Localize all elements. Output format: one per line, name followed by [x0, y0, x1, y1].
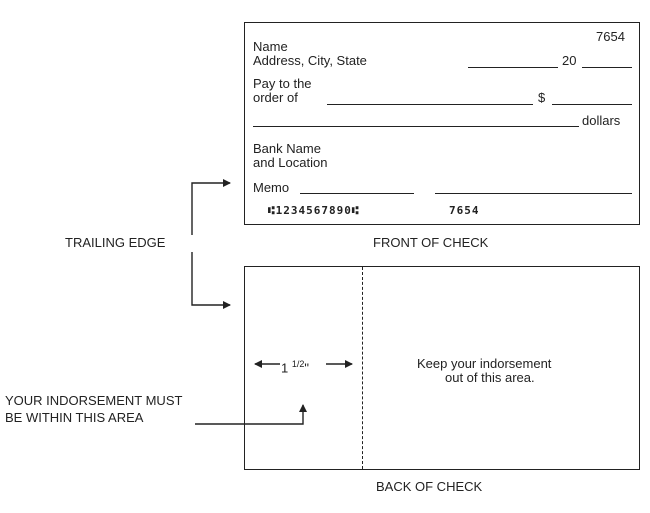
front-of-check	[244, 22, 640, 225]
indorsement-boundary	[362, 267, 363, 469]
pay-to-label-2: order of	[253, 90, 298, 105]
payee-line	[327, 104, 533, 105]
bank-name: Bank Name	[253, 141, 321, 156]
pay-to-label-1: Pay to the	[253, 76, 312, 91]
check-number: 7654	[596, 29, 625, 44]
dollars-label: dollars	[582, 113, 621, 128]
year-prefix: 20	[562, 53, 577, 68]
micr-routing: ⑆1234567890⑆	[268, 204, 360, 217]
payer-name: Name	[253, 39, 288, 54]
back-caption: BACK OF CHECK	[376, 479, 483, 494]
date-line-right	[582, 67, 632, 68]
written-amount-line	[253, 126, 579, 127]
bank-location: and Location	[253, 155, 328, 170]
micr-check-number: 7654	[449, 204, 480, 217]
trailing-edge-bracket	[191, 179, 231, 235]
front-caption: FRONT OF CHECK	[373, 235, 489, 250]
date-line-left	[468, 67, 558, 68]
indorsement-area-label-1: YOUR INDORSEMENT MUST	[5, 393, 183, 408]
signature-line	[435, 193, 632, 194]
back-of-check	[244, 266, 640, 470]
trailing-edge-label: TRAILING EDGE	[65, 235, 166, 250]
indorsement-pointer	[195, 404, 307, 425]
amount-line	[552, 104, 632, 105]
trailing-edge-bracket-lower	[191, 252, 231, 309]
keep-out-text-1: Keep your indorsement	[417, 356, 552, 371]
payer-address: Address, City, State	[253, 53, 367, 68]
width-label: 1 1/2"	[281, 359, 309, 376]
memo-label: Memo	[253, 180, 290, 195]
dollar-sign: $	[538, 90, 546, 105]
indorsement-area-label-2: BE WITHIN THIS AREA	[5, 410, 144, 425]
memo-line	[300, 193, 414, 194]
keep-out-text-2: out of this area.	[445, 370, 535, 385]
